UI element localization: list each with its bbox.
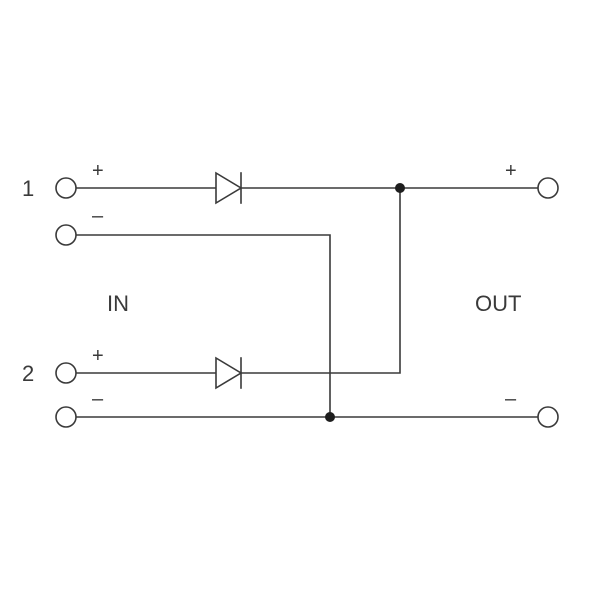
input-2-number: 2 bbox=[22, 361, 34, 386]
terminal-out-minus bbox=[537, 406, 559, 428]
output-plus-sign: + bbox=[505, 160, 517, 182]
terminal-in2-plus bbox=[55, 362, 77, 384]
diode-2-triangle bbox=[215, 356, 243, 390]
input-1-plus-sign: + bbox=[92, 160, 104, 182]
wire-diode2-to-pos-bus bbox=[240, 187, 401, 374]
wire-in1-minus-to-neg-bus bbox=[76, 234, 331, 418]
output-minus-sign: – bbox=[505, 388, 517, 410]
diode-1 bbox=[215, 171, 243, 205]
diode-2 bbox=[215, 356, 243, 390]
junction-positive-bus bbox=[395, 183, 405, 193]
terminal-in1-minus bbox=[55, 224, 77, 246]
terminal-out-plus bbox=[537, 177, 559, 199]
input-2-plus-sign: + bbox=[92, 345, 104, 367]
junction-negative-bus bbox=[325, 412, 335, 422]
input-2-minus-sign: – bbox=[92, 388, 104, 410]
terminal-in1-plus bbox=[55, 177, 77, 199]
out-label: OUT bbox=[475, 291, 521, 316]
in-label: IN bbox=[107, 291, 129, 316]
input-1-minus-sign: – bbox=[92, 205, 104, 227]
terminal-in2-minus bbox=[55, 406, 77, 428]
diode-1-triangle bbox=[215, 171, 243, 205]
input-1-number: 1 bbox=[22, 176, 34, 201]
